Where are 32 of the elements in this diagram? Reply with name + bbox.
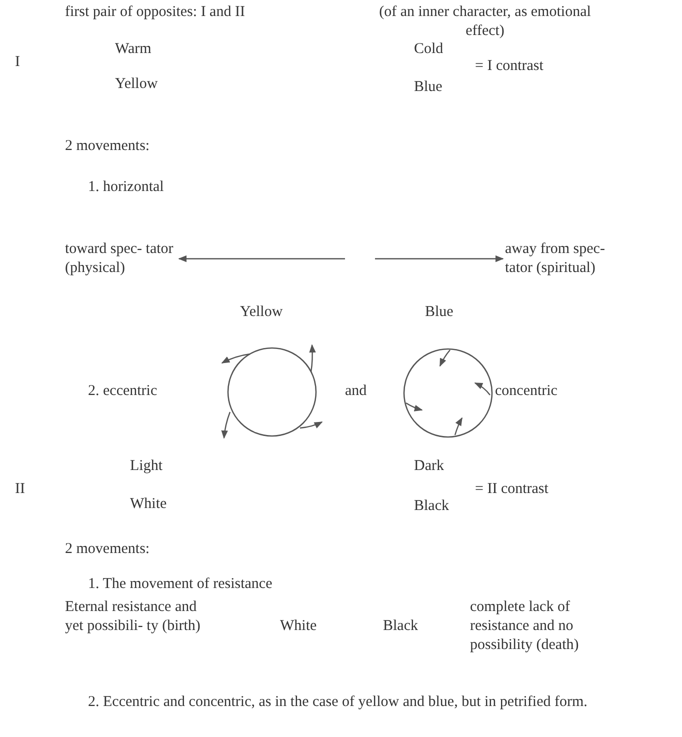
color-word: White: [130, 495, 167, 514]
caption-text: away from spec- tator (spiritual): [505, 240, 635, 278]
color-word: Light: [130, 457, 162, 476]
heading-text: first pair of opposites: I and II: [65, 3, 246, 22]
list-item: 1. horizontal: [88, 178, 164, 197]
roman-numeral: II: [15, 480, 25, 499]
color-word: Cold: [414, 40, 444, 59]
color-word: White: [280, 617, 317, 636]
list-item: 2. eccentric: [88, 382, 158, 401]
section-heading: 2 movements:: [65, 540, 150, 559]
color-word: Blue: [414, 78, 442, 97]
list-item: 2. Eccentric and concentric, as in the case of yellow and blue, but in petrified form.: [88, 693, 588, 712]
description-text: Eternal resistance and yet possibili- ty (birth): [65, 598, 202, 636]
movement-word: concentric: [495, 382, 558, 401]
list-item: 1. The movement of resistance: [88, 575, 272, 594]
arrow: [178, 255, 345, 262]
note-text: (of an inner character, as emotional effect): [378, 3, 592, 40]
contrast-text: = I contrast: [475, 57, 544, 76]
section-heading: 2 movements:: [65, 137, 150, 156]
description-text: complete lack of resistance and no possibility (death): [470, 598, 580, 654]
color-word: Yellow: [115, 75, 158, 94]
color-word: Yellow: [240, 303, 283, 322]
color-word: Dark: [414, 457, 444, 476]
color-word: Black: [383, 617, 418, 636]
arrow: [375, 255, 504, 262]
color-word: Warm: [115, 40, 152, 59]
color-word: Blue: [425, 303, 454, 322]
roman-numeral: I: [15, 53, 20, 72]
contrast-text: = II contrast: [475, 480, 548, 499]
connecting-word: and: [345, 382, 367, 401]
caption-text: toward spec- tator (physical): [65, 240, 177, 278]
color-word: Black: [414, 497, 449, 516]
